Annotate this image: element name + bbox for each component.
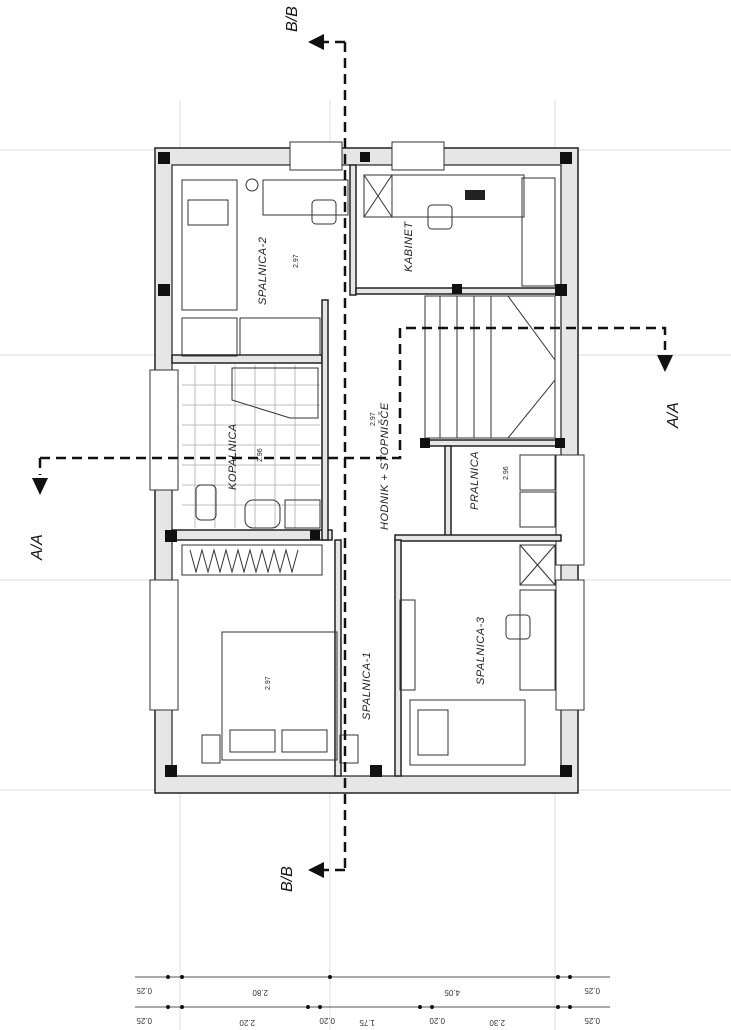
room-height-pralnica: 2.96 — [503, 466, 510, 480]
room-label-spalnica-3: SPALNICA-3 — [475, 616, 487, 685]
dim-r1-3: 0.25 — [584, 986, 600, 995]
dim-r1-2: 4.05 — [444, 988, 460, 997]
dim-r2-5: 2.30 — [489, 1018, 505, 1027]
room-label-hodnik: HODNIK + STOPNIŠČE — [378, 402, 391, 530]
dim-r1-0: 0.25 — [136, 986, 152, 995]
dim-r2-1: 2.20 — [239, 1018, 255, 1027]
section-cut-b — [308, 34, 347, 878]
dim-r2-6: 0.25 — [584, 1016, 600, 1025]
room-height-hodnik: 2.97 — [370, 412, 377, 426]
dim-r1-1: 2.80 — [252, 988, 268, 997]
room-height-kopalnica: 2.96 — [257, 448, 264, 462]
room-label-spalnica-2: SPALNICA-2 — [257, 237, 269, 305]
room-label-pralnica: PRALNICA — [469, 451, 481, 510]
room-label-kopalnica: KOPALNICA — [227, 423, 239, 490]
room-label-kabinet: KABINET — [403, 221, 415, 272]
room-height-spalnica-1: 2.97 — [265, 676, 272, 690]
dimension-row-2: 0.25 2.20 0.20 1.75 0.20 2.30 0.25 — [135, 1005, 610, 1027]
section-label-b-bottom: B/B — [279, 866, 296, 892]
section-cut-a — [32, 326, 673, 495]
columns — [158, 152, 572, 777]
outer-walls — [149, 141, 585, 794]
section-label-a-left: A/A — [29, 534, 46, 561]
dim-r2-2: 0.20 — [319, 1016, 335, 1025]
dim-r2-0: 0.25 — [136, 1016, 152, 1025]
room-height-spalnica-2: 2.97 — [293, 254, 300, 268]
room-label-spalnica-1: SPALNICA-1 — [361, 652, 373, 720]
section-label-b-top: B/B — [284, 6, 301, 32]
dim-r2-3: 1.75 — [359, 1018, 375, 1027]
dimension-row-1: 0.25 2.80 4.05 0.25 — [135, 975, 610, 997]
dim-r2-4: 0.20 — [429, 1016, 445, 1025]
section-label-a-right: A/A — [665, 402, 682, 429]
furniture — [181, 174, 556, 766]
